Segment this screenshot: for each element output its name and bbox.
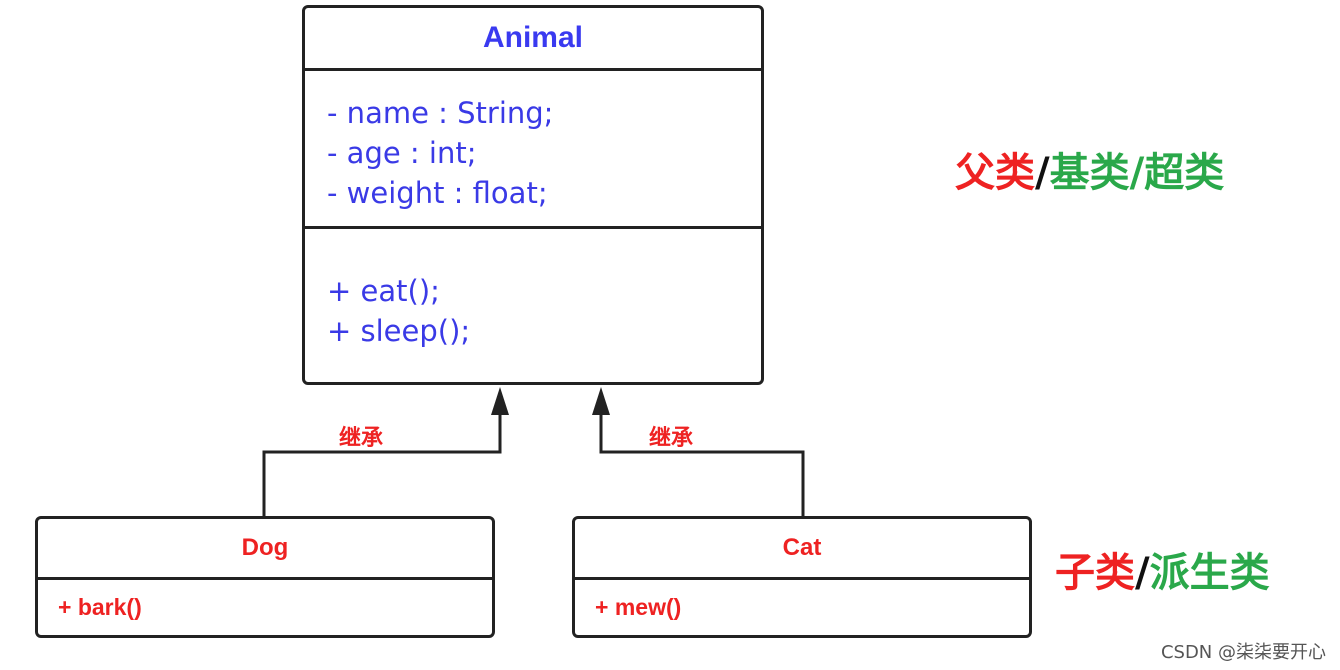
animal-attributes: - name : String; - age : int; - weight :…: [305, 68, 761, 226]
cat-class-box: Cat + mew(): [572, 516, 1032, 638]
parent-label-slash2: /: [1129, 150, 1145, 196]
dog-class-box: Dog + bark(): [35, 516, 495, 638]
animal-methods: + eat(); + sleep();: [305, 226, 761, 351]
child-class-label: 子类/派生类: [1055, 540, 1270, 598]
cat-inheritance-label: 继承: [649, 426, 694, 451]
cat-class-name: Cat: [782, 534, 822, 561]
method-sleep: + sleep();: [327, 314, 471, 348]
parent-class-label: 父类/基类/超类: [955, 140, 1224, 198]
child-label-part1: 子类: [1055, 550, 1135, 596]
attribute-weight: - weight : float;: [327, 176, 548, 210]
parent-label-slash1: /: [1035, 150, 1050, 196]
watermark: CSDN @柒柒要开心: [1160, 642, 1326, 663]
parent-label-part3: 超类: [1144, 150, 1225, 196]
attribute-age: - age : int;: [327, 136, 477, 170]
parent-label-part2: 基类: [1049, 150, 1130, 196]
parent-label-part1: 父类: [955, 150, 1035, 196]
cat-inheritance-arrowhead: [592, 387, 610, 415]
cat-method-mew: + mew(): [575, 577, 1029, 621]
dog-method-bark: + bark(): [38, 577, 492, 621]
dog-inheritance-label: 继承: [339, 426, 384, 451]
method-eat: + eat();: [327, 274, 440, 308]
attribute-name: - name : String;: [327, 96, 554, 130]
cat-inheritance-line: [599, 415, 805, 516]
dog-inheritance-line: [262, 415, 502, 516]
animal-class-name: Animal: [482, 21, 584, 54]
animal-class-box: Animal - name : String; - age : int; - w…: [302, 5, 764, 385]
child-label-part2: 派生类: [1149, 550, 1270, 596]
child-label-slash1: /: [1135, 550, 1150, 596]
dog-inheritance-arrowhead: [491, 387, 509, 415]
dog-class-name: Dog: [241, 534, 289, 561]
